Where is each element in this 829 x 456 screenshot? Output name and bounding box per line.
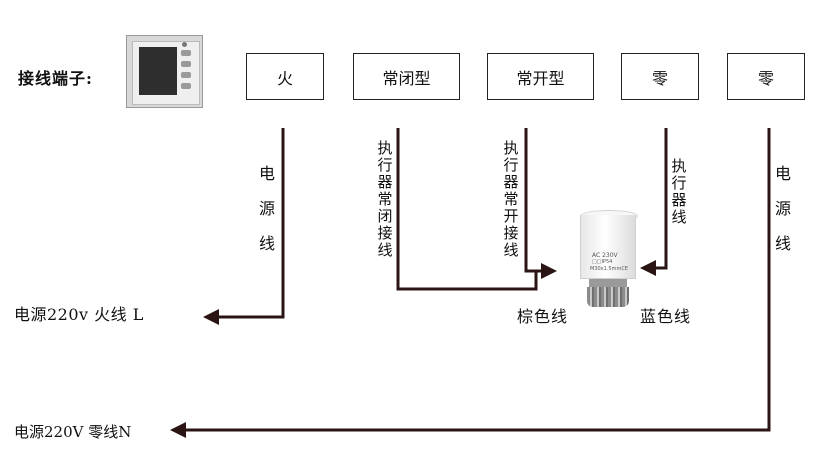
wire-zero-to-neutral [184,128,771,432]
arrow-live-output [203,309,219,325]
actuator-spec-3: M30x1.5mmCE [590,266,628,272]
label-neutral-output: 电源220V 零线N [14,423,132,441]
label-zero-power-line: 电 源 线 [774,164,791,253]
thermostat-image [126,35,203,108]
label-fire-power-line: 电 源 线 [258,164,275,253]
wire-fire-to-live [215,128,285,319]
wire-nc-to-brown [396,128,545,291]
arrow-blue-input [640,260,656,276]
terminal-zero-2: 零 [727,53,805,100]
terminal-no-label: 常开型 [516,68,565,88]
label-live-output: 电源220v 火线 L [14,305,144,324]
label-brown-wire: 棕色线 [517,307,569,326]
actuator-body: AC 230V □□IP54 M30x1.5mmCE [580,215,636,279]
actuator-nut [587,287,629,307]
label-zero-actuator-line: 执 行 器 线 [671,157,687,226]
label-no-actuator-line: 执 行 器 常 开 接 线 [503,139,519,259]
actuator-spec-1: AC 230V [592,252,618,259]
terminal-zero-1: 零 [621,53,699,100]
label-nc-actuator-line: 执 行 器 常 闭 接 线 [377,139,393,259]
thermostat-buttons [181,50,191,94]
wire-zero-to-blue [652,128,668,270]
thermostat-screen [139,47,177,95]
terminal-fire: 火 [246,53,324,100]
terminal-nc-label: 常闭型 [382,68,431,88]
terminal-zero1-label: 零 [651,68,668,88]
thermal-actuator: AC 230V □□IP54 M30x1.5mmCE [572,210,646,310]
terminal-header-label: 接线端子: [18,69,93,88]
actuator-collar [589,279,627,287]
thermostat-indicator [182,42,187,47]
terminal-zero2-label: 零 [757,68,774,88]
arrow-brown-input [541,263,557,279]
wire-no-to-brown [524,128,545,273]
terminal-normally-closed: 常闭型 [353,53,460,100]
label-blue-wire: 蓝色线 [640,307,692,326]
arrow-neutral-output [170,422,186,438]
actuator-spec-2: □□IP54 [592,259,613,265]
terminal-normally-open: 常开型 [487,53,594,100]
terminal-fire-label: 火 [276,68,293,88]
